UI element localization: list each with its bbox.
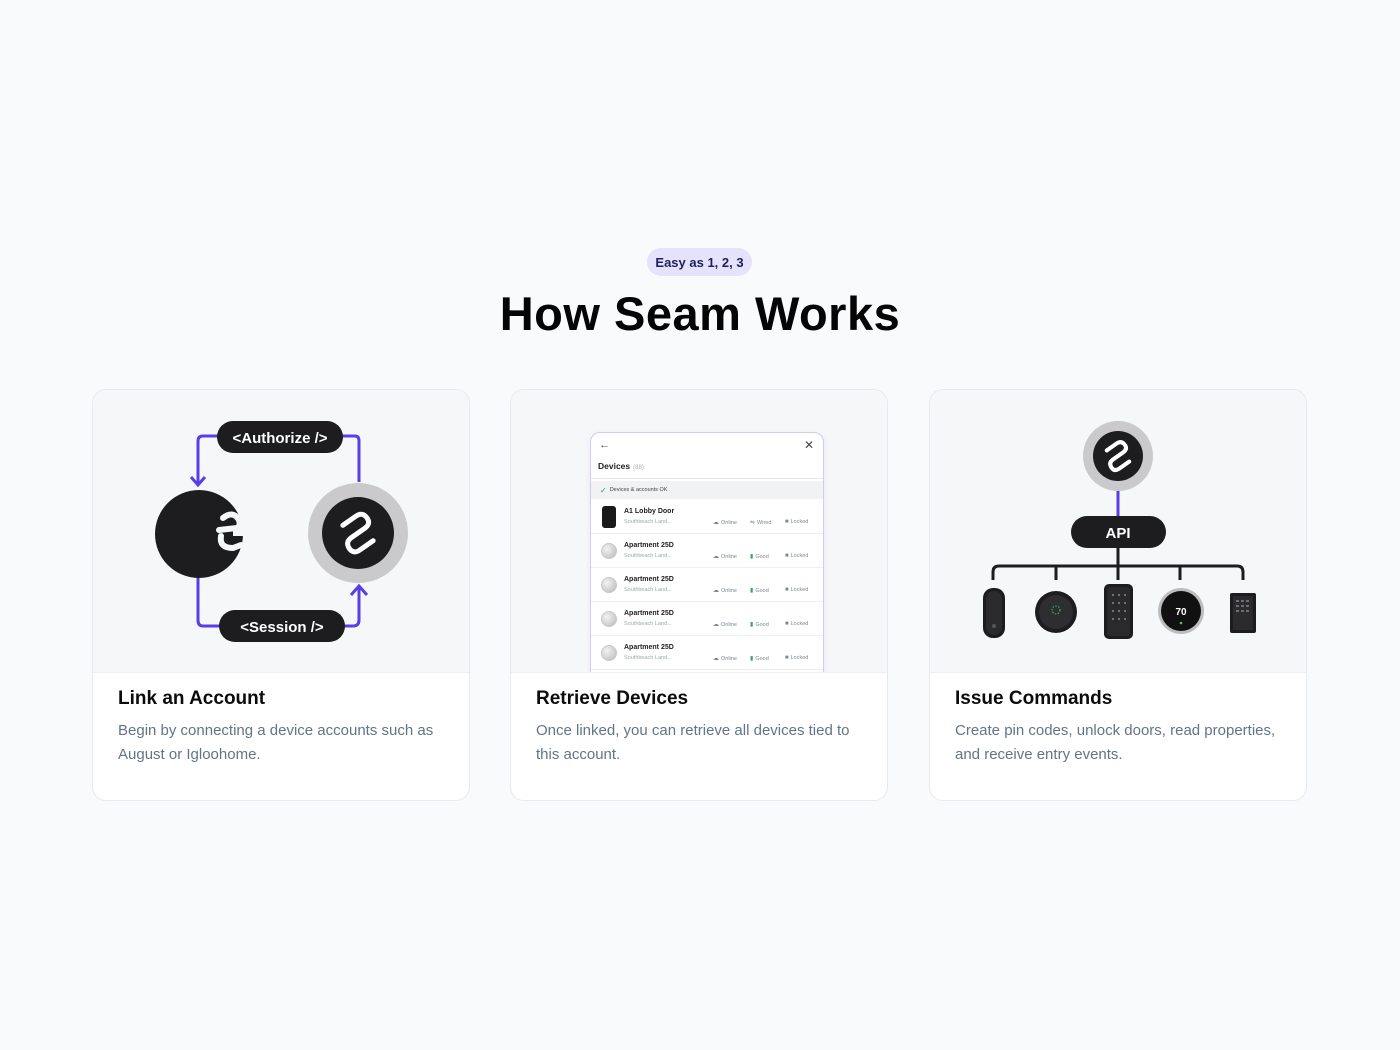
card-link-account: <Authorize /> <Session /> Lin (92, 389, 470, 801)
battery-icon: ▮ (750, 622, 754, 628)
check-icon: ✓ (600, 485, 607, 495)
arrow-up-icon (349, 583, 369, 596)
card-retrieve-devices: ← ✕ Devices(88) ✓ Devices & accounts OK … (510, 389, 888, 801)
card-description: Create pin codes, unlock doors, read pro… (955, 722, 1276, 763)
device-name: Apartment 25D (624, 644, 674, 651)
lock-icon: ■ (785, 553, 789, 559)
api-tree-diagram: API (983, 421, 1256, 639)
issue-commands-illustration: API (930, 390, 1306, 673)
arrow-left-icon[interactable]: ← (599, 439, 610, 451)
link-account-illustration: <Authorize /> <Session /> (93, 390, 469, 673)
authorize-label: <Authorize /> (232, 430, 327, 447)
lock-device-icon (602, 506, 616, 528)
api-branches (991, 548, 1245, 580)
cloud-icon: ☁ (713, 554, 719, 560)
thermostat-icon: 70 (1158, 588, 1204, 634)
power-status: ⇋Wired (750, 520, 772, 526)
device-name: Apartment 25D (624, 610, 674, 617)
battery-status: ▮Good (750, 656, 769, 662)
round-lock-device-icon (601, 645, 617, 661)
card-title: Link an Account (118, 688, 266, 709)
device-row[interactable]: Apartment 25D Southbeach Land... ☁Online… (591, 534, 823, 568)
authorize-flow-line (196, 434, 223, 485)
lock-status: ■Locked (785, 655, 809, 661)
round-lock-device-icon (601, 611, 617, 627)
panel-header: ← ✕ Devices(88) (591, 433, 823, 479)
seam-logo-icon (1083, 421, 1153, 491)
device-row[interactable]: A1 Lobby Door Southbeach Land... ☁Online… (591, 500, 823, 534)
device-location: Southbeach Land... (624, 587, 672, 593)
seam-logo-icon (308, 483, 408, 583)
online-status: ☁Online (713, 622, 737, 628)
cloud-icon: ☁ (713, 622, 719, 628)
device-location: Southbeach Land... (624, 553, 672, 559)
lock-status: ■Locked (785, 587, 809, 593)
close-icon[interactable]: ✕ (803, 438, 814, 452)
device-name: Apartment 25D (624, 542, 674, 549)
lock-status: ■Locked (785, 553, 809, 559)
device-name: A1 Lobby Door (624, 508, 675, 515)
online-status: ☁Online (713, 588, 737, 594)
battery-icon: ▮ (750, 554, 754, 560)
devices-panel: ← ✕ Devices(88) ✓ Devices & accounts OK … (590, 432, 824, 672)
battery-status: ▮Good (750, 622, 769, 628)
section-eyebrow: Easy as 1, 2, 3 (647, 248, 752, 276)
smart-lock-icon (983, 588, 1005, 638)
status-bar: ✓ Devices & accounts OK (591, 481, 823, 499)
card-description: Begin by connecting a device accounts su… (118, 722, 434, 763)
lock-status: ■Locked (785, 621, 809, 627)
card-title: Issue Commands (955, 688, 1113, 709)
battery-icon: ▮ (750, 656, 754, 662)
session-pill: <Session /> (219, 610, 345, 642)
section-title: How Seam Works (499, 287, 901, 340)
card-title: Retrieve Devices (536, 688, 689, 709)
device-count: (88) (633, 465, 644, 471)
retrieve-devices-illustration: ← ✕ Devices(88) ✓ Devices & accounts OK … (511, 390, 887, 673)
round-lock-device-icon (601, 543, 617, 559)
link-flow-diagram: <Authorize /> <Session /> (155, 421, 408, 642)
online-status: ☁Online (713, 520, 737, 526)
authorize-pill: <Authorize /> (217, 421, 343, 453)
status-text: Devices & accounts OK (609, 487, 668, 493)
lock-icon: ■ (785, 519, 789, 525)
arrow-down-icon (189, 476, 207, 488)
device-location: Southbeach Land... (624, 519, 672, 525)
online-status: ☁Online (713, 554, 737, 560)
cloud-icon: ☁ (713, 588, 719, 594)
device-location: Southbeach Land... (624, 621, 672, 627)
session-flow-line (196, 576, 223, 628)
device-name: Apartment 25D (624, 576, 674, 583)
round-lock-device-icon (601, 577, 617, 593)
lock-status: ■Locked (785, 519, 809, 525)
card-description: Once linked, you can retrieve all device… (536, 722, 850, 763)
device-row[interactable]: Apartment 25D Southbeach Land... ☁Online… (591, 636, 823, 670)
plug-icon: ⇋ (750, 520, 756, 526)
session-label: <Session /> (240, 619, 324, 636)
lock-icon: ■ (785, 587, 789, 593)
device-row[interactable]: Apartment 25D Southbeach Land... ☁Online… (591, 602, 823, 636)
online-status: ☁Online (713, 656, 737, 662)
round-lock-icon (1035, 591, 1077, 633)
cloud-icon: ☁ (713, 656, 719, 662)
access-panel-icon (1230, 593, 1256, 633)
cloud-icon: ☁ (713, 520, 719, 526)
api-pill: API (1071, 516, 1166, 548)
panel-title: Devices(88) (598, 461, 644, 471)
lock-icon: ■ (785, 655, 789, 661)
august-logo-icon (155, 490, 245, 578)
api-label: API (1105, 525, 1130, 542)
keypad-icon (1104, 584, 1133, 639)
device-location: Southbeach Land... (624, 655, 672, 661)
battery-status: ▮Good (750, 554, 769, 560)
thermostat-value: 70 (1175, 607, 1187, 618)
battery-icon: ▮ (750, 588, 754, 594)
device-row[interactable]: Apartment 25D Southbeach Land... ☁Online… (591, 568, 823, 602)
lock-icon: ■ (785, 621, 789, 627)
battery-status: ▮Good (750, 588, 769, 594)
card-issue-commands: API (929, 389, 1307, 801)
